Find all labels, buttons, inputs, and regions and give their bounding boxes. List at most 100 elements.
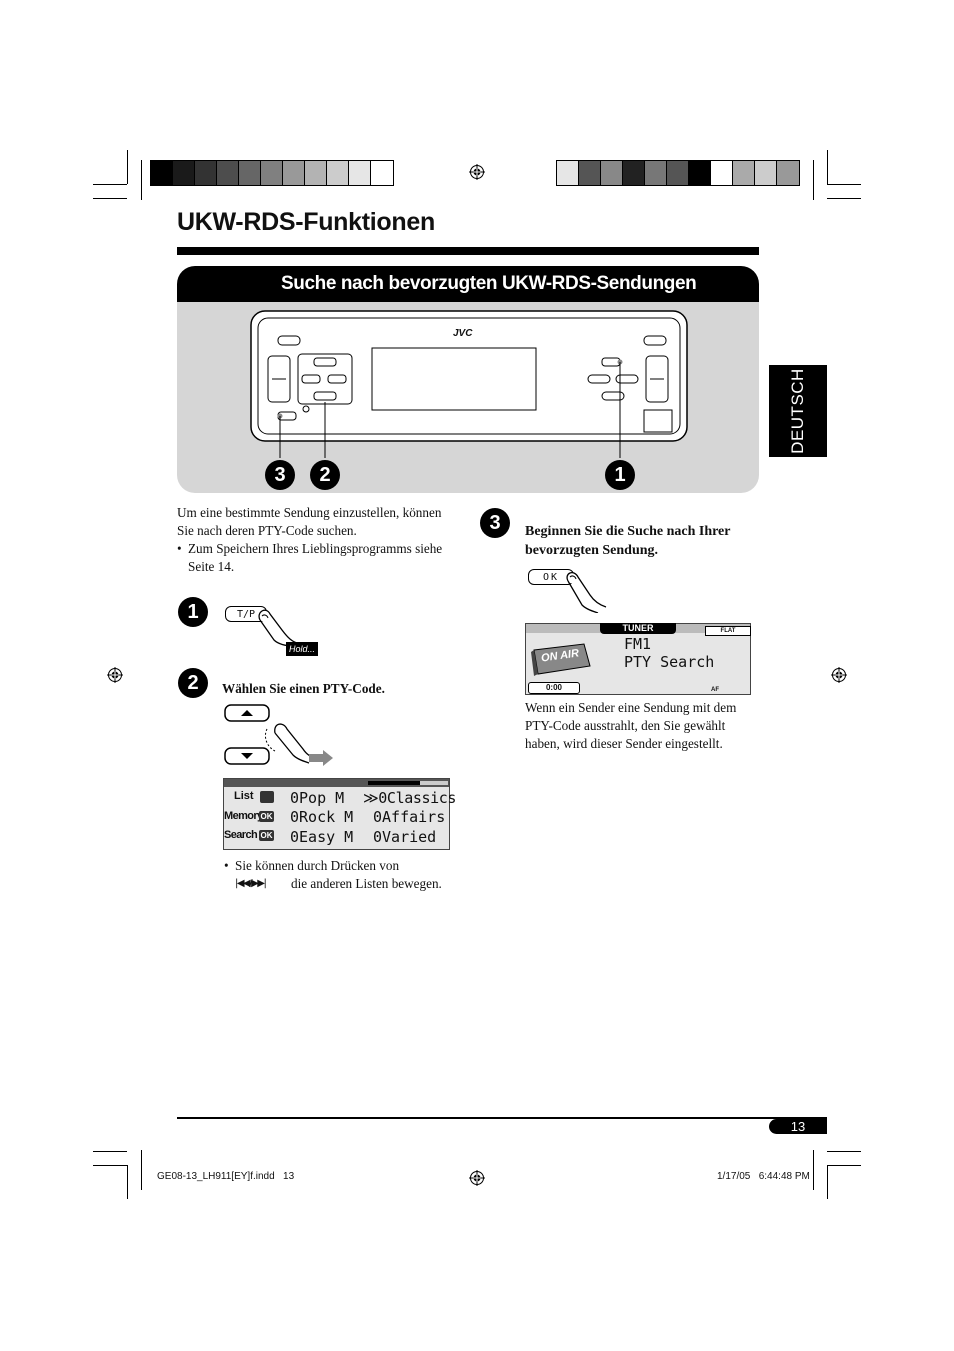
ok-badge: OK <box>259 830 274 841</box>
language-tab-label: DEUTSCH <box>788 368 807 454</box>
footer-rule <box>177 1117 827 1119</box>
color-swatch <box>195 161 217 185</box>
tuner-header: TUNER <box>600 623 676 634</box>
crop-mark <box>127 150 128 184</box>
crop-mark <box>813 1150 814 1190</box>
registration-mark-icon <box>469 1170 485 1186</box>
step-2-number: 2 <box>178 668 208 698</box>
color-swatch <box>151 161 173 185</box>
color-swatch <box>349 161 371 185</box>
callout-1: 1 <box>605 460 635 490</box>
color-swatch <box>755 161 777 185</box>
crop-mark <box>827 1165 861 1166</box>
eq-label: FLAT <box>705 626 751 636</box>
pty-row-label: Search <box>224 829 258 841</box>
crop-mark <box>827 1165 828 1199</box>
clock-label: 0:00 <box>528 682 580 694</box>
page-number: 13 <box>769 1119 827 1134</box>
step-2-note-bullet: • <box>224 858 229 873</box>
finger-press-icon <box>566 572 607 613</box>
color-swatch <box>261 161 283 185</box>
callout-2: 2 <box>310 460 340 490</box>
color-swatch <box>579 161 601 185</box>
step-3-number: 3 <box>480 508 510 538</box>
step-1-number: 1 <box>178 597 208 627</box>
intro-bullet-marker: • <box>177 541 182 556</box>
list-icon <box>260 791 274 803</box>
hold-label: Hold... <box>286 642 318 656</box>
step-2-heading: Wählen Sie einen PTY-Code. <box>222 681 385 696</box>
registration-mark-icon <box>469 164 485 180</box>
crop-mark <box>827 184 861 185</box>
color-swatch <box>371 161 393 185</box>
crop-mark <box>93 198 127 199</box>
pty-display-scrollbar-track <box>420 781 448 785</box>
language-tab: DEUTSCH <box>769 365 827 457</box>
crop-mark <box>827 1151 861 1152</box>
slug-date: 1/17/05 6:44:48 PM <box>717 1171 810 1182</box>
crop-mark <box>93 184 127 185</box>
pty-row-label: List <box>234 790 254 802</box>
pty-display-scrollbar <box>368 781 420 785</box>
pty-option: 0Pop M <box>290 789 345 807</box>
page-title: UKW-RDS-Funktionen <box>177 208 435 236</box>
skip-buttons-symbol: |◀◀/▶▶| <box>235 878 267 889</box>
crop-mark <box>141 160 142 200</box>
brand-logo: JVC <box>453 328 473 339</box>
color-swatch <box>239 161 261 185</box>
color-swatch <box>305 161 327 185</box>
step-2-note-line2: die anderen Listen bewegen. <box>291 876 442 891</box>
color-swatch <box>173 161 195 185</box>
band-label: FM1 <box>624 635 652 653</box>
color-swatch <box>733 161 755 185</box>
color-swatch <box>777 161 799 185</box>
up-down-buttons-illustration <box>224 704 333 766</box>
ok-button: OK <box>528 569 574 585</box>
color-swatch <box>711 161 733 185</box>
car-stereo-illustration <box>250 310 688 458</box>
on-air-icon <box>531 643 591 676</box>
ok-badge: OK <box>259 811 274 822</box>
callout-3: 3 <box>265 460 295 490</box>
slug-file: GE08-13_LH911[EY]f.indd 13 <box>157 1171 295 1182</box>
finger-press-icon <box>258 609 301 646</box>
crop-mark <box>141 1150 142 1190</box>
crop-mark <box>813 160 814 200</box>
down-arrow-icon <box>241 753 253 759</box>
title-rule <box>177 247 759 255</box>
section-title: Suche nach bevorzugten UKW-RDS-Sendungen <box>177 266 759 302</box>
crop-mark <box>93 1151 127 1152</box>
crop-mark <box>93 1165 127 1166</box>
pty-row-label: Memory <box>224 810 263 822</box>
registration-mark-icon <box>831 667 847 683</box>
step-3-heading: Beginnen Sie die Suche nach Ihrer bevorz… <box>525 524 731 558</box>
up-arrow-icon <box>241 710 253 716</box>
pty-display-header <box>224 779 449 787</box>
registration-mark-icon <box>107 667 123 683</box>
color-bar-right <box>556 160 800 186</box>
color-swatch <box>623 161 645 185</box>
intro-bullet: Zum Speichern Ihres Lieblingsprogramms s… <box>188 541 443 574</box>
crop-mark <box>127 1165 128 1199</box>
color-swatch <box>327 161 349 185</box>
pty-option: 0Affairs <box>373 808 446 826</box>
crop-mark <box>827 198 861 199</box>
pty-option-selected: ≫0Classics <box>363 789 456 807</box>
color-swatch <box>667 161 689 185</box>
color-swatch <box>557 161 579 185</box>
af-indicator: AF <box>711 687 719 693</box>
intro-text: Um eine bestimmte Sendung einzustellen, … <box>177 505 442 538</box>
color-swatch <box>217 161 239 185</box>
color-bar-left <box>150 160 394 186</box>
color-swatch <box>645 161 667 185</box>
step-2-note-line1: Sie können durch Drücken von <box>235 858 400 873</box>
step-3-note: Wenn ein Sender eine Sendung mit dem PTY… <box>525 700 737 751</box>
color-swatch <box>283 161 305 185</box>
pty-option: 0Varied <box>373 828 437 846</box>
crop-mark <box>827 150 828 184</box>
status-label: PTY Search <box>624 653 715 671</box>
color-swatch <box>601 161 623 185</box>
pty-option: 0Easy M <box>290 828 354 846</box>
pty-option: 0Rock M <box>290 808 354 826</box>
color-swatch <box>689 161 711 185</box>
